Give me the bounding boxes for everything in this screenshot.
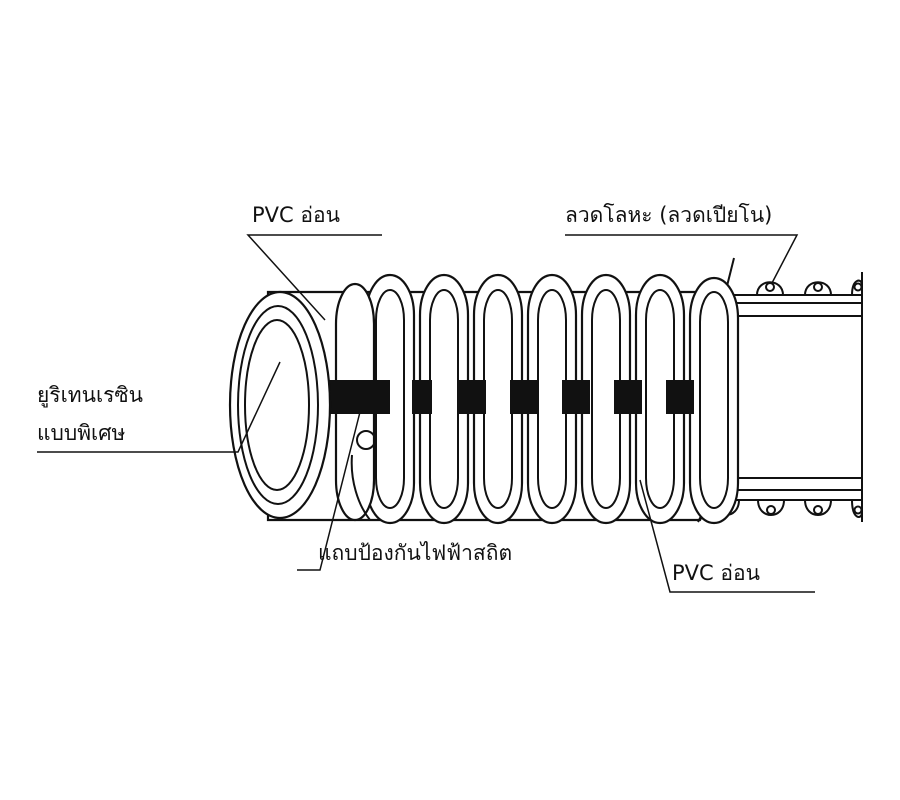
wire-coils-top bbox=[756, 279, 863, 296]
stripe-segment bbox=[614, 380, 642, 414]
stripe-segment bbox=[510, 380, 538, 414]
hose-front-end bbox=[228, 290, 332, 520]
stripe-segment bbox=[458, 380, 486, 414]
leader-lines bbox=[37, 234, 815, 593]
label-steel-wire: ลวดโลหะ (ลวดเปียโน) bbox=[565, 203, 772, 227]
stripe-segment bbox=[322, 380, 390, 414]
wire-end-tip bbox=[350, 430, 376, 521]
label-inner-pvc: PVC อ่อน bbox=[672, 561, 760, 585]
label-resin-line1: ยูริเทนเรซิน bbox=[37, 383, 143, 408]
label-outer-pvc: PVC อ่อน bbox=[252, 203, 340, 227]
label-antistatic: แถบป้องกันไฟฟ้าสถิต bbox=[318, 541, 512, 565]
label-resin-line2: แบบพิเศษ bbox=[37, 421, 125, 445]
antistatic-stripe bbox=[322, 380, 694, 414]
stripe-segment bbox=[666, 380, 694, 414]
stripe-segment bbox=[562, 380, 590, 414]
stripe-segment bbox=[412, 380, 432, 414]
wire-coils-bottom bbox=[712, 499, 863, 518]
